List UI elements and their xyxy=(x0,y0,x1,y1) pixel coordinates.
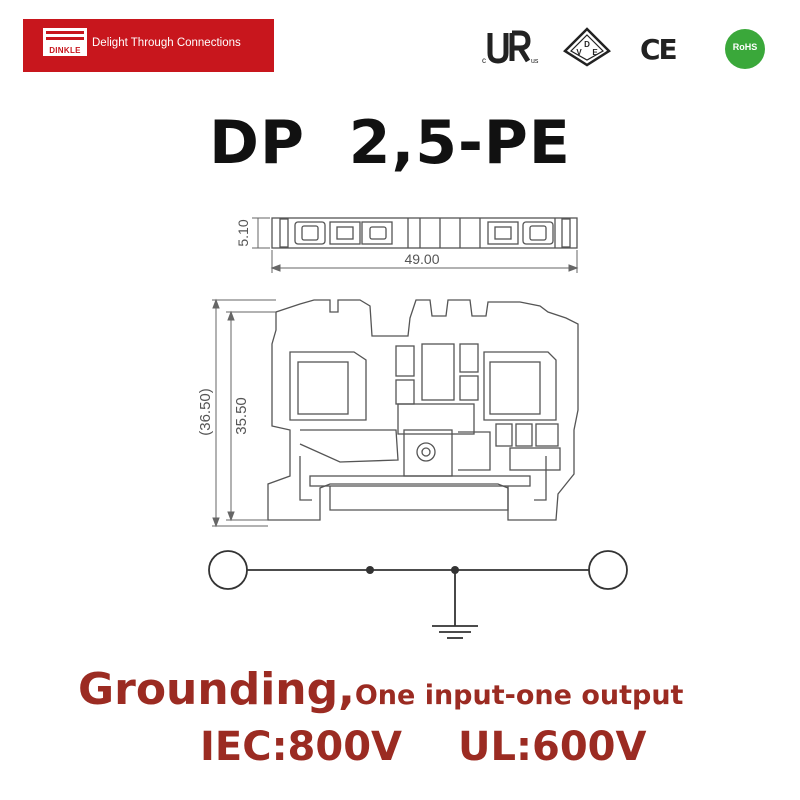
svg-text:D: D xyxy=(584,40,590,49)
top-view xyxy=(271,217,578,249)
voltage-ratings: IEC:800V UL:600V xyxy=(200,724,646,770)
dimension-height-inner-label: 35.50 xyxy=(233,397,250,435)
dinkle-logo-icon: DINKLE xyxy=(43,28,87,56)
iec-rating: IEC:800V xyxy=(200,724,403,770)
product-model-title: DP 2,5-PE xyxy=(209,108,571,178)
junction-node xyxy=(366,566,374,574)
brand-word: DINKLE xyxy=(49,46,81,55)
top-view-dimensions xyxy=(252,217,579,273)
junction-node xyxy=(451,566,459,574)
ul-rating: UL:600V xyxy=(458,724,647,770)
ce-icon: CE xyxy=(640,33,678,66)
grounding-schematic xyxy=(208,550,628,639)
side-view xyxy=(267,299,579,521)
dimension-width-label: 5.10 xyxy=(235,219,251,246)
svg-text:V: V xyxy=(576,48,582,57)
function-description: Grounding,One input-one output xyxy=(78,664,683,715)
ul-recognized-icon: c us xyxy=(482,30,539,65)
vde-icon: D V E xyxy=(563,27,611,67)
dimension-length-label: 49.00 xyxy=(404,251,439,267)
svg-text:us: us xyxy=(531,58,539,65)
side-view-dimensions xyxy=(212,298,276,528)
rohs-icon: RoHS xyxy=(725,29,765,69)
dimension-height-outer-label: (36.50) xyxy=(197,388,214,436)
brand-tagline: Delight Through Connections xyxy=(92,37,241,49)
function-main-text: Grounding, xyxy=(78,664,355,715)
function-detail-text: One input-one output xyxy=(354,680,684,711)
svg-text:E: E xyxy=(592,48,598,57)
svg-text:c: c xyxy=(482,56,486,65)
